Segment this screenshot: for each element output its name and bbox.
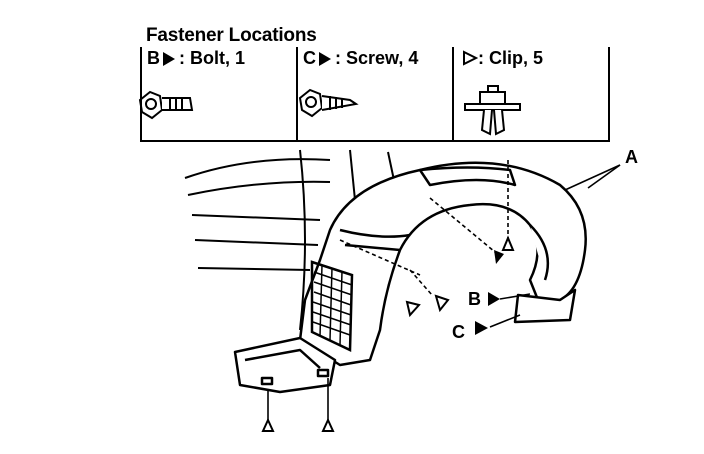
fender-liner [298, 161, 587, 367]
screw-icon [298, 88, 359, 118]
legend-box-bolt [140, 47, 300, 142]
legend-screw-label: C : Screw, 4 [303, 48, 418, 69]
legend-box-screw [296, 47, 456, 142]
legend-clip-text: : Clip, 5 [478, 48, 544, 68]
legend-bolt-label: B : Bolt, 1 [147, 48, 245, 69]
screw-marker [475, 321, 488, 335]
bolt-icon [138, 90, 194, 120]
callout-b: B [468, 289, 481, 309]
liner-grille [310, 260, 354, 352]
callout-c: C [452, 322, 465, 342]
lower-bracket [233, 336, 337, 394]
solid-triangle-marker [163, 52, 175, 67]
legend-screw-prefix: C [303, 48, 316, 68]
clip-icon [464, 85, 521, 136]
clip-marker-1 [501, 235, 515, 251]
car-body-outline [184, 149, 396, 331]
legend-screw-text: : Screw, 4 [335, 48, 419, 68]
fastener-solid-markers [475, 250, 504, 335]
clip-marker-3 [405, 300, 421, 318]
legend-bolt-prefix: B [147, 48, 160, 68]
clip-marker-5 [321, 417, 335, 432]
clip-markers [261, 235, 515, 432]
legend-bolt-text: : Bolt, 1 [179, 48, 245, 68]
open-triangle-marker [463, 50, 479, 66]
solid-triangle-marker [319, 52, 331, 67]
clip-marker-4 [261, 417, 275, 432]
bolt-marker [488, 292, 500, 306]
legend-box-clip [452, 47, 610, 142]
clip-marker-2 [434, 294, 450, 313]
leader-lines [339, 160, 509, 296]
page-title: Fastener Locations [146, 25, 317, 46]
legend-clip-label: : Clip, 5 [462, 48, 543, 69]
clip-marker-solid [494, 250, 504, 264]
leader-lines-solid [267, 164, 621, 420]
callout-a: A [625, 147, 638, 167]
